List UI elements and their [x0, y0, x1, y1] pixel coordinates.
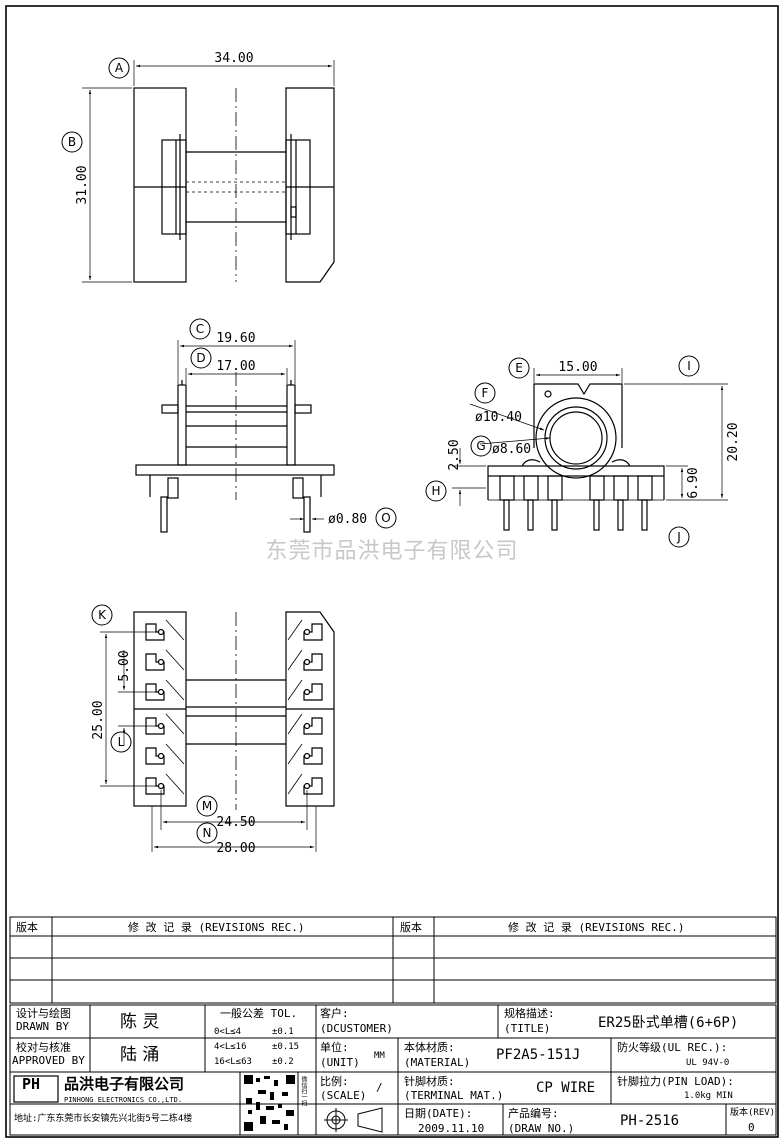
dim-k: 5.00	[117, 650, 132, 681]
qr-code	[244, 1075, 295, 1131]
ul-label: 防火等级(UL REC.):	[617, 1041, 728, 1054]
revision-record-header-left: 修 改 记 录 (REVISIONS REC.)	[128, 921, 305, 934]
title-block-grid	[9, 1004, 777, 1136]
scale-value: /	[376, 1081, 383, 1094]
callout-d: D	[196, 351, 205, 365]
callout-a: A	[115, 61, 124, 75]
revision-record-header-right: 修 改 记 录 (REVISIONS REC.)	[508, 921, 685, 934]
company-logo-frame	[13, 1075, 59, 1103]
qr-caption: 微信扫一扫	[300, 1076, 307, 1106]
material-label: 本体材质:	[404, 1041, 455, 1054]
dim-j: 6.90	[686, 467, 701, 498]
customer-label-en: (DCUSTOMER)	[320, 1022, 393, 1035]
date-value: 2009.11.10	[418, 1122, 485, 1135]
unit-label-en: (UNIT)	[320, 1056, 360, 1069]
approved-by-label-cn: 校对与核准	[16, 1041, 71, 1054]
terminal-label-en: (TERMINAL MAT.)	[404, 1089, 504, 1102]
revision-version-header-right: 版本	[400, 921, 422, 934]
callout-j: J	[676, 530, 681, 544]
pin-load-label: 针脚拉力(PIN LOAD):	[617, 1075, 734, 1088]
dim-n: 28.00	[216, 841, 255, 856]
drawn-by-label-en: DRAWN BY	[16, 1020, 69, 1033]
ul-value: UL 94V-0	[686, 1058, 730, 1068]
callout-letters: A B C D E F G H I J K L M N O	[68, 61, 691, 840]
dim-l: 25.00	[91, 700, 106, 739]
dim-e: 15.00	[558, 360, 597, 375]
bottom-view	[133, 611, 335, 810]
draw-no-value: PH-2516	[620, 1113, 680, 1129]
callout-l: L	[118, 735, 125, 749]
approved-by-name: 陆 涌	[120, 1045, 160, 1065]
watermark: 东莞市品洪电子有限公司	[265, 539, 519, 564]
revision-value: 0	[748, 1121, 755, 1134]
callout-f: F	[482, 386, 489, 400]
spec-value: ER25卧式单槽(6+6P)	[598, 1015, 739, 1031]
spec-label-en: (TITLE)	[504, 1022, 551, 1035]
callout-e: E	[515, 361, 523, 375]
terminal-label: 针脚材质:	[404, 1075, 455, 1088]
draw-no-label-en: (DRAW NO.)	[508, 1122, 575, 1135]
callout-b: B	[68, 135, 76, 149]
revision-label: 版本(REV):	[730, 1108, 781, 1118]
callout-m: M	[202, 799, 212, 813]
drawn-by-label-cn: 设计与绘图	[16, 1007, 71, 1020]
callout-c: C	[196, 322, 204, 336]
dim-d: 17.00	[216, 359, 255, 374]
dim-h: 2.50	[447, 439, 462, 470]
callout-o: O	[381, 511, 390, 525]
top-view	[133, 87, 335, 283]
tolerance-title: 一般公差 TOL.	[220, 1007, 298, 1020]
dimension-labels: 34.00 31.00 19.60 17.00 ø0.80 15.00 ø10.…	[75, 51, 741, 856]
draw-no-label: 产品编号:	[508, 1107, 559, 1120]
tol-value-3: ±0.2	[272, 1057, 294, 1067]
company-name-en: PINHONG ELECTRONICS CO.,LTD.	[64, 1096, 183, 1104]
date-label: 日期(DATE):	[404, 1107, 473, 1120]
dim-f: ø10.40	[475, 410, 522, 425]
dim-o: ø0.80	[328, 512, 367, 527]
sheet-border	[5, 5, 779, 1138]
company-name: 品洪电子有限公司	[64, 1075, 185, 1093]
side-view	[487, 383, 665, 531]
pin-load-value: 1.0kg MIN	[684, 1091, 733, 1101]
drawn-by-name: 陈 灵	[120, 1012, 160, 1032]
callout-i: I	[687, 359, 691, 373]
dim-c: 19.60	[216, 331, 255, 346]
company-address: 地址:广东东莞市长安镇先兴北街5号二栋4楼	[14, 1114, 193, 1124]
revision-table	[9, 916, 777, 1004]
spec-label: 规格描述:	[504, 1007, 555, 1020]
tol-value-1: ±0.1	[272, 1027, 294, 1037]
dim-m: 24.50	[216, 815, 255, 830]
company-logo: PH	[22, 1075, 41, 1093]
dim-g: ø8.60	[492, 442, 531, 457]
tol-range-2: 4<L≤16	[214, 1042, 247, 1052]
callout-g: G	[476, 439, 485, 453]
tol-range-1: 0<L≤4	[214, 1027, 242, 1037]
material-label-en: (MATERIAL)	[404, 1056, 471, 1069]
callout-bubbles	[61, 57, 700, 844]
dim-i: 20.20	[726, 422, 741, 461]
tol-range-3: 16<L≤63	[214, 1057, 252, 1067]
unit-value: MM	[374, 1051, 385, 1061]
scale-label: 比例:	[320, 1075, 349, 1088]
terminal-value: CP WIRE	[536, 1080, 596, 1096]
front-view	[135, 372, 335, 533]
tol-value-2: ±0.15	[272, 1042, 300, 1052]
projection-symbol	[324, 1107, 383, 1133]
customer-label: 客户:	[320, 1007, 349, 1020]
callout-k: K	[98, 608, 107, 622]
callout-h: H	[431, 484, 440, 498]
callout-n: N	[203, 826, 212, 840]
material-value: PF2A5-151J	[496, 1047, 581, 1063]
approved-by-label-en: APPROVED BY	[12, 1054, 85, 1067]
unit-label: 单位:	[320, 1041, 349, 1054]
dim-b: 31.00	[75, 165, 90, 204]
scale-label-en: (SCALE)	[320, 1089, 367, 1102]
dim-a: 34.00	[214, 51, 253, 66]
revision-version-header-left: 版本	[16, 921, 38, 934]
